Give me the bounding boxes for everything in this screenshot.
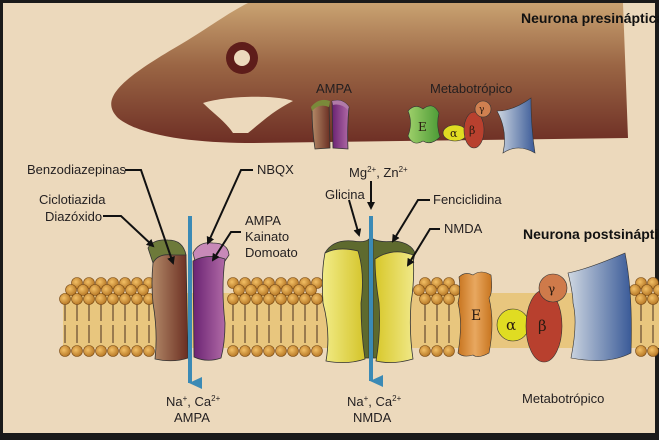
alpha-subunit-label: α [450,127,458,140]
kainato-label: Kainato [245,229,289,244]
domoato-label: Domoato [245,245,298,260]
postsynaptic-neuron-title: Neurona postsináptica [523,226,659,242]
lipid-head [636,346,647,357]
presynaptic-neuron-title: Neurona presináptica [521,10,659,26]
lipid-head [432,294,443,305]
ampa-receptor-name: AMPA [174,410,210,425]
ampa-agonist-label: AMPA [245,213,281,228]
ampa-ions-label: Na+, Ca2+ [166,394,221,409]
lipid-head [264,294,275,305]
lipid-head [120,294,131,305]
lipid-head [276,346,287,357]
lipid-head [288,346,299,357]
benzodiazepinas-label: Benzodiazepinas [27,162,127,177]
ciclotiazida-label: Ciclotiazida [39,192,106,207]
lipid-head [312,294,323,305]
lipid-head [420,294,431,305]
nmda-receptor [322,239,415,363]
diazoxido-label: Diazóxido [45,209,102,224]
lipid-head [108,294,119,305]
nmda-ions-label: Na+, Ca2+ [347,394,402,409]
lipid-head [84,346,95,357]
lipid-head [240,346,251,357]
fenciclidina-label: Fenciclidina [433,192,502,207]
lipid-head [252,346,263,357]
metabotropic-receptor: E α β γ [458,253,631,362]
beta-subunit-label: β [469,124,475,137]
nbqx-label: NBQX [257,162,294,177]
lipid-head [648,346,659,357]
mg-zn-ions-label: Mg2+, Zn2+ [349,165,408,180]
lipid-head [96,294,107,305]
alpha-subunit-label: α [506,316,516,334]
lipid-head [444,346,455,357]
lipid-head [228,346,239,357]
lipid-head [132,294,143,305]
lipid-head [84,294,95,305]
glicina-label: Glicina [325,187,366,202]
lipid-head [276,294,287,305]
lipid-head [96,346,107,357]
lipid-head [264,346,275,357]
effector-subunit-label: E [418,120,427,134]
nmda-agonist-label: NMDA [444,221,483,236]
lipid-head [420,346,431,357]
effector-subunit-label: E [471,308,481,324]
lipid-head [636,294,647,305]
metabotropic-receptor-name: Metabotrópico [522,391,604,406]
lipid-head [144,346,155,357]
lipid-head [300,346,311,357]
lipid-head [648,294,659,305]
gamma-subunit-label: γ [548,282,555,296]
lipid-head [120,346,131,357]
lipid-head [228,294,239,305]
lipid-head [132,346,143,357]
presynaptic-metabotropic-label: Metabotrópico [430,81,512,96]
fenciclidina-leader [393,200,430,241]
lipid-head [60,294,71,305]
lipid-head [288,294,299,305]
lipid-head [240,294,251,305]
lipid-head [72,346,83,357]
lipid-head [72,294,83,305]
lipid-head [252,294,263,305]
gamma-subunit-label: γ [479,105,484,115]
presynaptic-ampa-label: AMPA [316,81,352,96]
lipid-head [312,346,323,357]
lipid-head [60,346,71,357]
lipid-head [432,346,443,357]
glicina-leader [349,200,359,235]
synapse-diagram: AMPA E α β γ Metabotrópico Neurona presi… [3,3,659,440]
nmda-receptor-name: NMDA [353,410,392,425]
lipid-head [444,294,455,305]
lipid-head [300,294,311,305]
beta-subunit-label: β [538,317,547,335]
lipid-head [108,346,119,357]
ciclotiazida-leader [103,216,153,246]
